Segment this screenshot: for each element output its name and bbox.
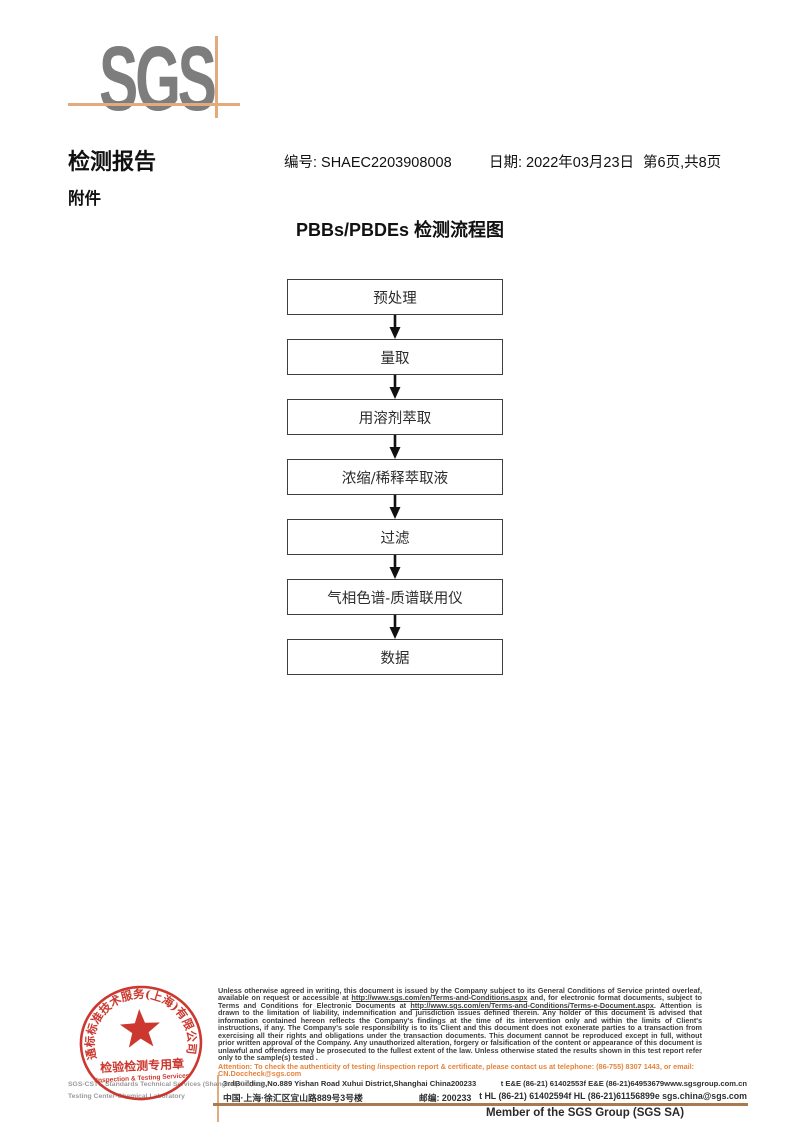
flow-step-solvent-extraction: 用溶剂萃取: [287, 399, 503, 435]
address-en: 3rdBuilding,No.889 Yishan Road Xuhui Dis…: [223, 1079, 451, 1088]
logo-vertical-rule: [215, 36, 218, 118]
attachment-label: 附件: [68, 190, 101, 208]
flowchart-title: PBBs/PBDEs 检测流程图: [295, 220, 505, 240]
inspection-stamp: 通标标准技术服务(上海)有限公司 检验检测专用章 Inspection & Te…: [74, 982, 208, 1107]
disclaimer-text: and, for electronic format documents, su…: [218, 993, 702, 1010]
logo-horizontal-rule: [68, 103, 240, 106]
report-date-value: 2022年03月23日: [526, 155, 635, 171]
postcode-cn: 邮编: 200233: [418, 1093, 472, 1103]
terms-e-document-url: http://www.sgs.com/en/Terms-and-Conditio…: [410, 1000, 654, 1010]
flow-step-gcms: 气相色谱-质谱联用仪: [287, 579, 503, 615]
email: e sgs.china@sgs.com: [654, 1091, 747, 1101]
address-row-en: 3rdBuilding,No.889 Yishan Road Xuhui Dis…: [223, 1079, 747, 1091]
fax-ee: f E&E (86-21)64953679: [583, 1079, 665, 1088]
postcode: 200233: [450, 1079, 477, 1088]
disclaimer-text: Unless otherwise agreed in writing, this…: [218, 986, 702, 1003]
flow-arrow-down-icon: [287, 375, 503, 399]
address-row-cn: 中国·上海·徐汇区宜山路889号3号楼 邮编: 200233 t HL (86-…: [223, 1091, 747, 1104]
report-date-label: 日期:: [489, 155, 523, 171]
flow-step-filter: 过滤: [287, 519, 503, 555]
company-name-en: SGS-CSTC Standards Technical Services (S…: [68, 1081, 266, 1088]
address-vertical-rule: [217, 1075, 219, 1122]
report-title: 检测报告: [68, 149, 157, 174]
phone-ee: t E&E (86-21) 61402553: [500, 1079, 584, 1088]
address-block: 3rdBuilding,No.889 Yishan Road Xuhui Dis…: [223, 1079, 747, 1104]
flow-step-pretreatment: 预处理: [287, 279, 503, 315]
report-date: 日期:2022年03月23日: [489, 151, 634, 172]
attention-notice: Attention: To check the authenticity of …: [218, 1061, 695, 1078]
flow-step-measure: 量取: [287, 339, 503, 375]
stamp-en-label: Inspection & Testing Services: [96, 1072, 190, 1084]
phone-hl: t HL (86-21) 61402594: [479, 1091, 569, 1101]
page-indicator: 第6页,共8页: [643, 155, 722, 171]
footer-rule: [213, 1103, 748, 1106]
report-number-value: SHAEC2203908008: [321, 155, 452, 171]
flowchart: 预处理 量取 用溶剂萃取 浓缩/稀释萃取液 过滤 气相色谱-质谱联用仪 数据: [287, 279, 503, 675]
flow-arrow-down-icon: [287, 615, 503, 639]
report-number: 编号:SHAEC2203908008: [284, 151, 452, 172]
fax-hl: f HL (86-21)61156899: [568, 1091, 655, 1101]
flow-arrow-down-icon: [287, 435, 503, 459]
website: www.sgsgroup.com.cn: [664, 1079, 747, 1088]
flow-arrow-down-icon: [287, 315, 503, 339]
stamp-star-icon: [119, 1009, 160, 1048]
flow-step-concentrate-dilute: 浓缩/稀释萃取液: [287, 459, 503, 495]
sgs-logo: SGS: [99, 28, 217, 130]
address-cn: 中国·上海·徐汇区宜山路889号3号楼: [223, 1093, 363, 1103]
stamp-cn-label: 检验检测专用章: [100, 1056, 185, 1075]
legal-disclaimer: Unless otherwise agreed in writing, this…: [218, 986, 702, 1078]
flow-step-data: 数据: [287, 639, 503, 675]
flow-arrow-down-icon: [287, 495, 503, 519]
terms-url: http://www.sgs.com/en/Terms-and-Conditio…: [351, 993, 528, 1003]
sgs-member-note: Member of the SGS Group (SGS SA): [485, 1107, 685, 1119]
flow-arrow-down-icon: [287, 555, 503, 579]
disclaimer-text: . Attention is drawn to the limitation o…: [218, 1000, 702, 1063]
stamp-ring: [79, 985, 203, 1101]
report-number-label: 编号:: [284, 155, 318, 171]
